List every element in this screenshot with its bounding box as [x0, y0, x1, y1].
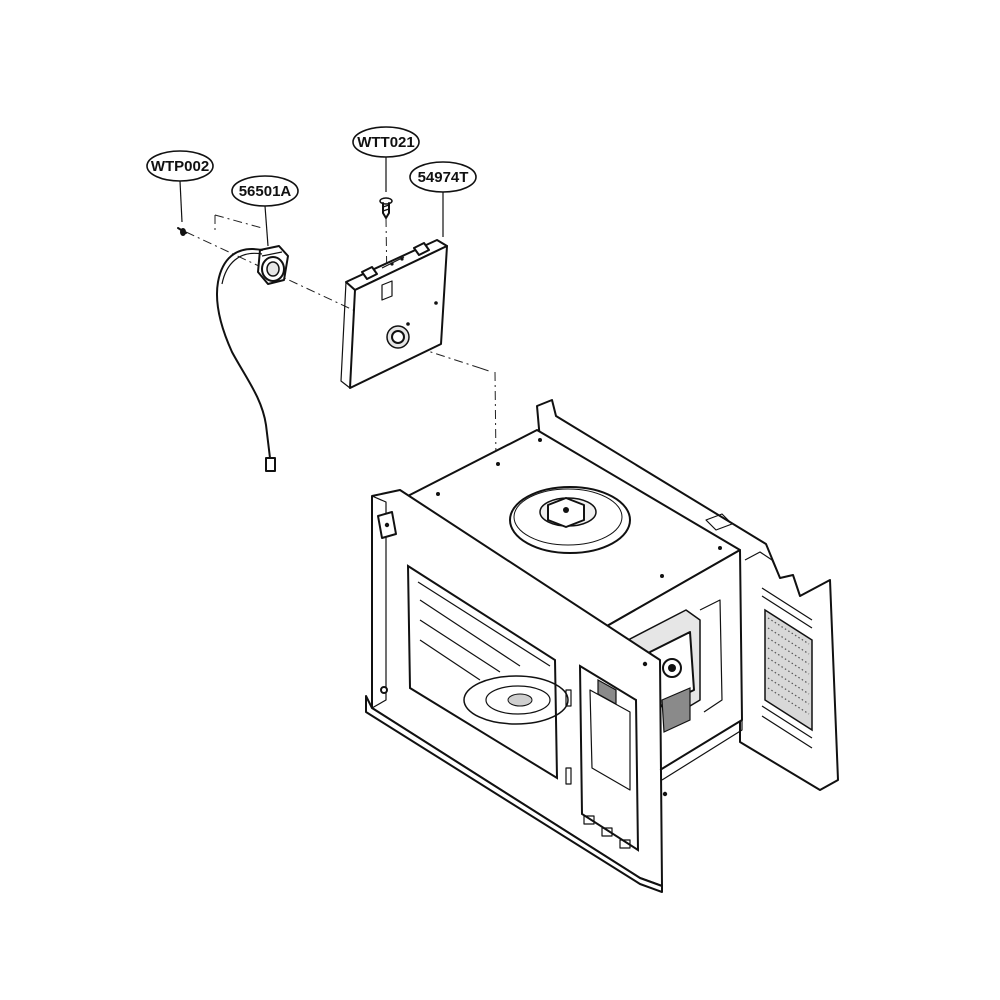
microwave-cavity-assembly — [365, 399, 839, 893]
vent-grill — [761, 587, 813, 749]
front-frame — [371, 489, 668, 887]
callout-label: 54974T — [418, 169, 469, 186]
assembly-guide-lines — [185, 214, 497, 463]
stirrer-motor — [509, 486, 631, 554]
bracket-54974t — [340, 239, 448, 389]
callout-wtt021[interactable]: WTT021 — [352, 126, 420, 192]
thermostat-56501a — [216, 245, 289, 472]
callout-56501a[interactable]: 56501A — [231, 175, 299, 247]
screw-wtt021 — [379, 197, 393, 219]
callout-54974t[interactable]: 54974T — [409, 161, 477, 237]
callout-label: WTT021 — [357, 134, 415, 151]
callout-label: WTP002 — [151, 158, 209, 175]
callout-wtp002[interactable]: WTP002 — [146, 150, 214, 223]
callout-label: 56501A — [239, 183, 292, 200]
screw-wtp002 — [177, 227, 187, 236]
